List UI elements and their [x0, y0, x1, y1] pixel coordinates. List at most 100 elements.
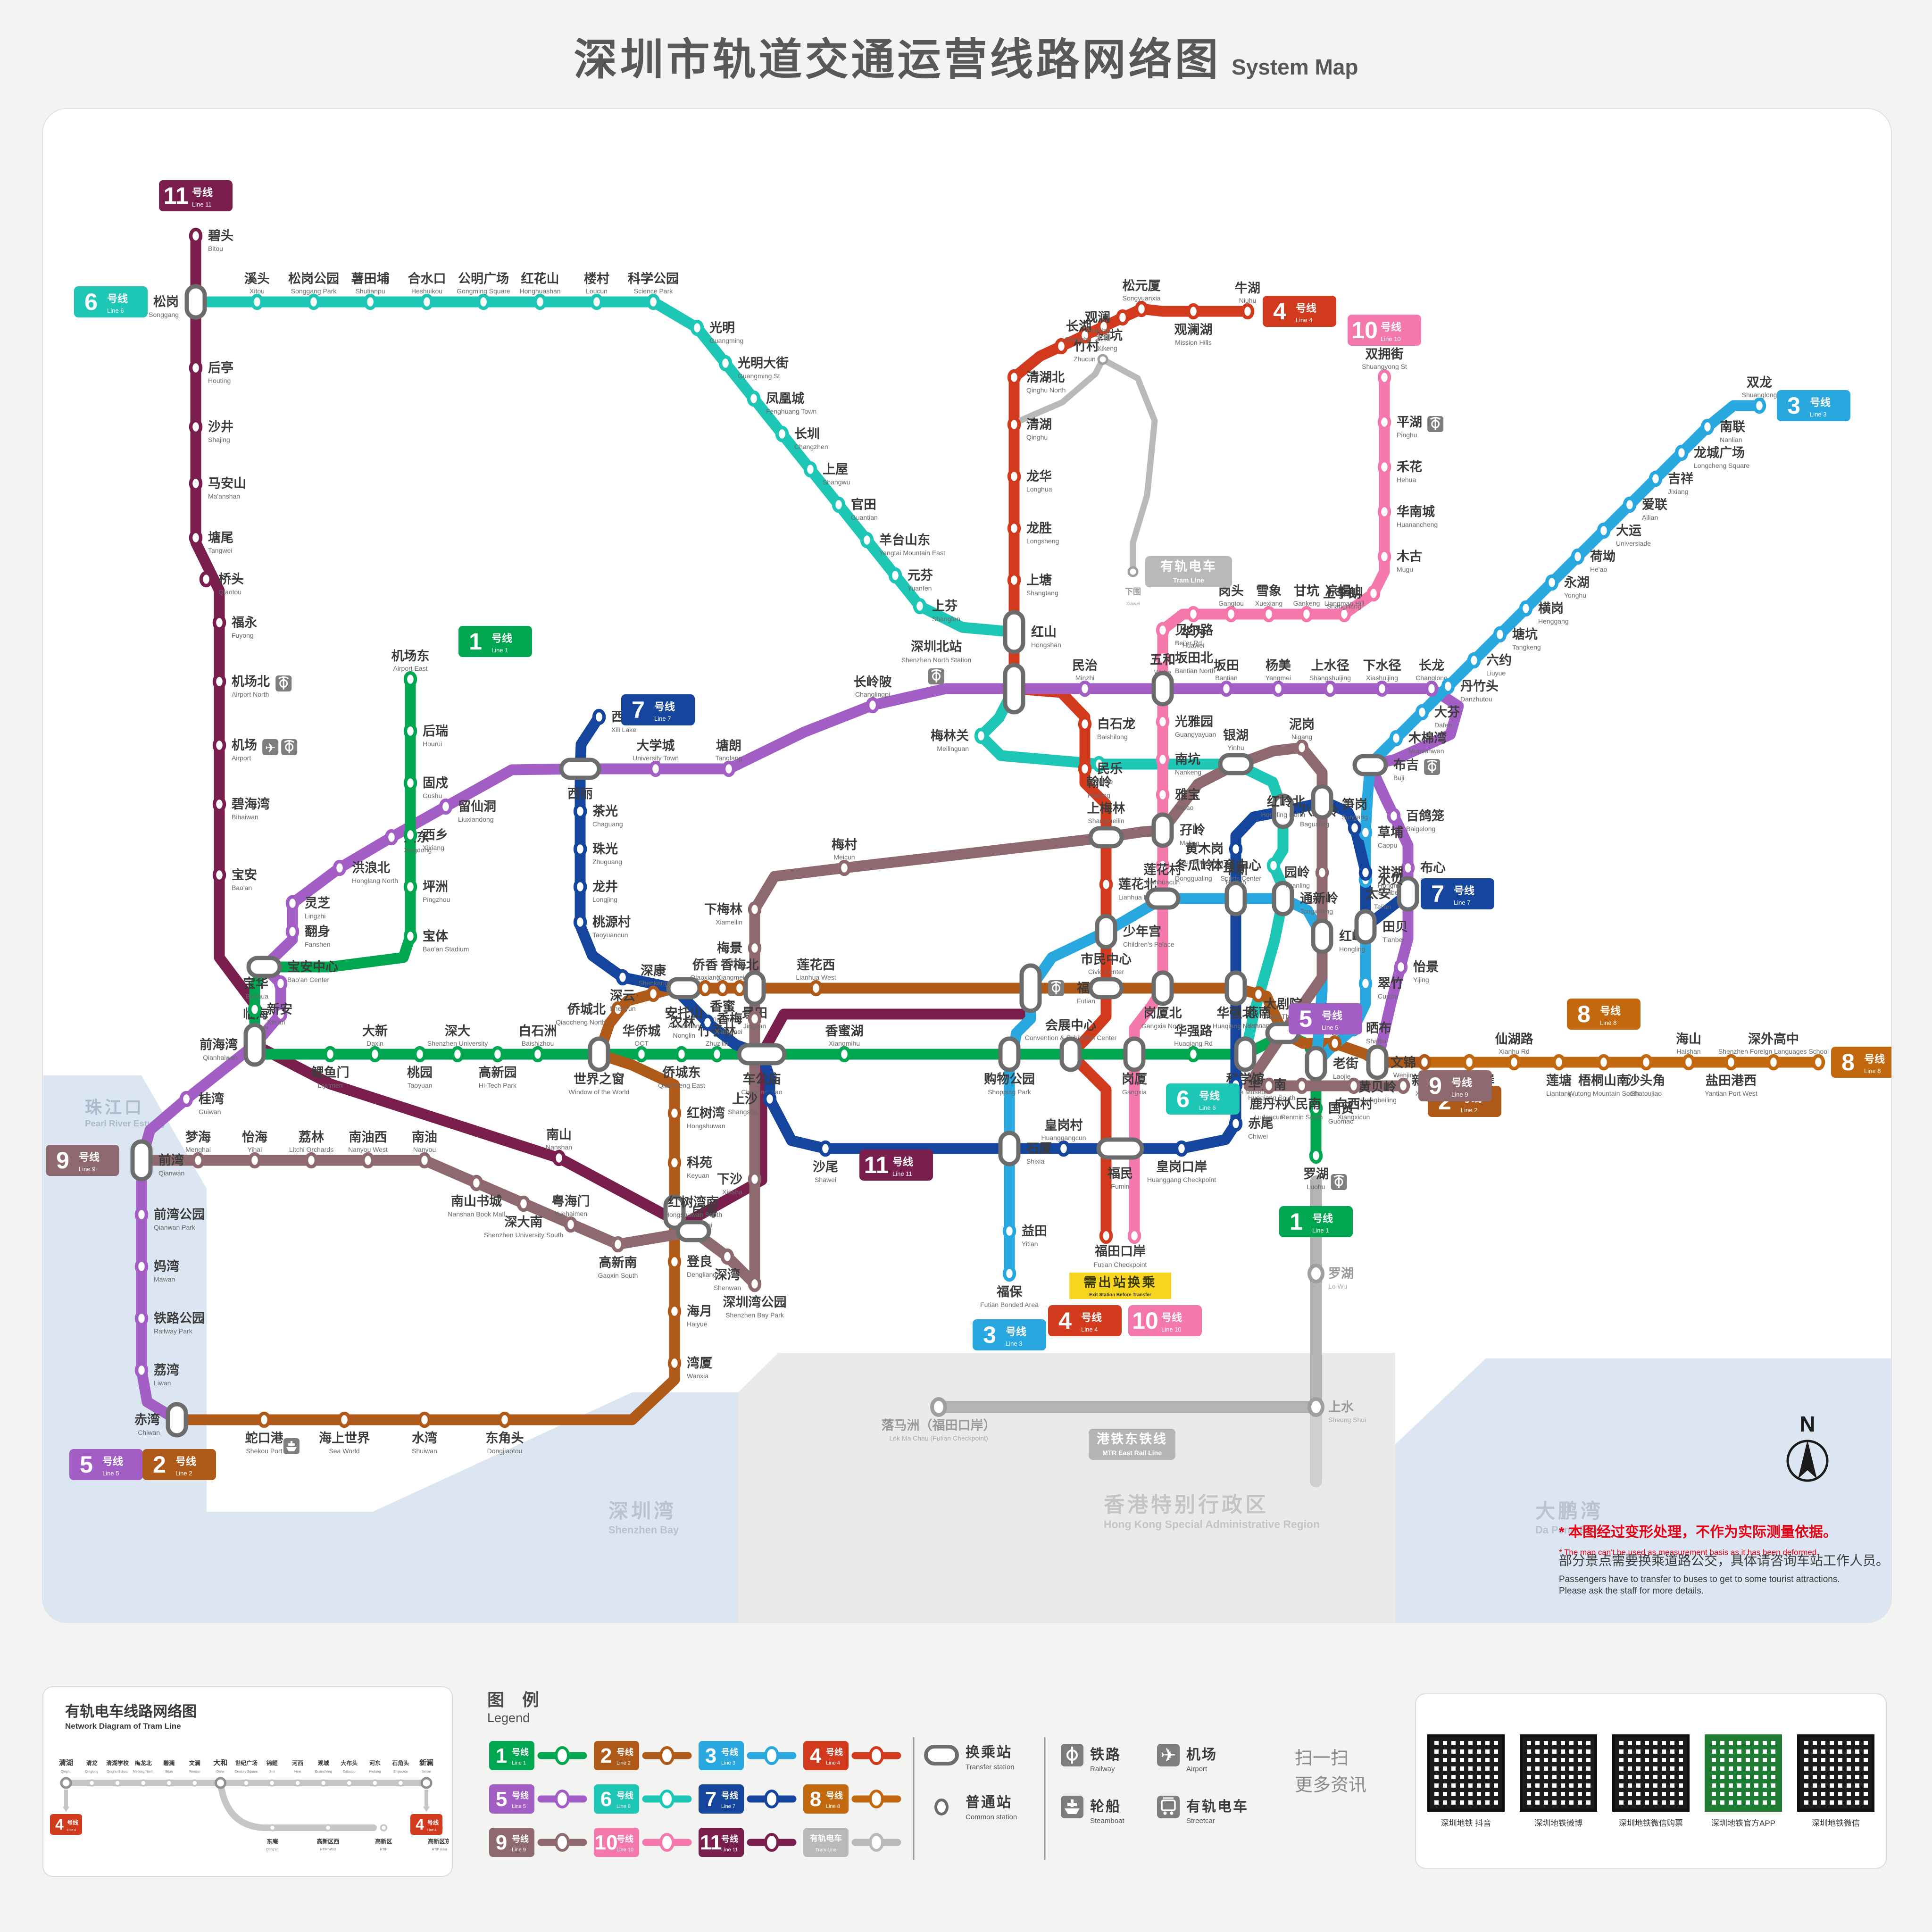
- qr-item: 深圳地铁 抖音: [1426, 1734, 1506, 1828]
- line-tram: [1016, 356, 1158, 575]
- svg-text:留仙洞: 留仙洞: [458, 799, 496, 814]
- svg-text:Guiwan: Guiwan: [199, 1108, 221, 1116]
- svg-text:机场东: 机场东: [391, 649, 430, 663]
- svg-text:Bao'an: Bao'an: [232, 884, 252, 891]
- svg-text:9: 9: [56, 1147, 69, 1174]
- svg-text:Zhuguang: Zhuguang: [592, 858, 622, 866]
- svg-text:Pingzhou: Pingzhou: [423, 896, 450, 903]
- svg-text:Liuxiandong: Liuxiandong: [458, 816, 494, 823]
- svg-text:水湾: 水湾: [412, 1431, 437, 1445]
- svg-text:6: 6: [84, 289, 98, 315]
- scan-hint-line2: 更多资讯: [1295, 1775, 1367, 1795]
- svg-text:Tangkeng: Tangkeng: [1512, 643, 1541, 651]
- svg-text:人民南: 人民南: [1283, 1097, 1321, 1111]
- svg-text:Yihai: Yihai: [248, 1146, 262, 1153]
- svg-text:Sea World: Sea World: [329, 1447, 359, 1455]
- svg-text:Sheung Shui: Sheung Shui: [1328, 1416, 1366, 1424]
- svg-text:清龙: 清龙: [86, 1759, 98, 1766]
- svg-text:上芬: 上芬: [932, 599, 958, 613]
- svg-text:Yinhu: Yinhu: [1227, 744, 1244, 751]
- svg-text:号线: 号线: [616, 1747, 633, 1757]
- svg-text:Guantian: Guantian: [851, 514, 878, 521]
- svg-text:Line 8: Line 8: [1864, 1067, 1881, 1074]
- svg-text:Menghai: Menghai: [185, 1146, 211, 1153]
- svg-text:Line 5: Line 5: [1322, 1024, 1338, 1031]
- svg-text:Bao'an Stadium: Bao'an Stadium: [423, 945, 469, 953]
- legend-title-zh: 图 例: [487, 1690, 546, 1709]
- svg-text:Line 3: Line 3: [721, 1760, 735, 1766]
- svg-text:10: 10: [595, 1831, 618, 1854]
- svg-text:4: 4: [1058, 1307, 1072, 1334]
- svg-text:少年宫: 少年宫: [1123, 924, 1161, 939]
- svg-text:南山书城: 南山书城: [451, 1194, 502, 1208]
- svg-text:侨香: 侨香: [692, 958, 718, 972]
- svg-text:Xiangmei: Xiangmei: [715, 1028, 742, 1035]
- svg-text:有轨电车: 有轨电车: [1160, 559, 1217, 574]
- svg-text:Nanyou West: Nanyou West: [348, 1146, 388, 1153]
- line-11: [190, 230, 1036, 1230]
- svg-text:Sports Center: Sports Center: [1221, 874, 1262, 882]
- svg-text:3: 3: [983, 1322, 996, 1348]
- svg-text:Mission Hills: Mission Hills: [1175, 339, 1212, 346]
- svg-text:Line 5: Line 5: [102, 1470, 119, 1477]
- svg-text:Civic Center: Civic Center: [1088, 968, 1124, 975]
- svg-text:Lok Ma Chau (Futian Checkpoint: Lok Ma Chau (Futian Checkpoint): [889, 1434, 988, 1442]
- svg-text:福民: 福民: [1107, 1166, 1133, 1181]
- svg-text:Tongxinling: Tongxinling: [1300, 908, 1333, 915]
- station: 人民南 Renmin South: [1281, 1077, 1323, 1121]
- line-7: [575, 711, 1414, 1154]
- svg-text:上梅林: 上梅林: [1087, 801, 1125, 816]
- svg-text:Line 10: Line 10: [616, 1847, 633, 1853]
- region-label-en: Pearl River Estuary: [85, 1118, 166, 1128]
- svg-text:Bantian North: Bantian North: [1175, 667, 1216, 675]
- svg-text:Ma'anshan: Ma'anshan: [208, 492, 240, 500]
- svg-text:Shixia: Shixia: [1026, 1158, 1044, 1165]
- svg-text:Xin'an: Xin'an: [267, 1018, 285, 1026]
- svg-text:Renmin South: Renmin South: [1281, 1113, 1323, 1121]
- svg-text:Huanggang Checkpoint: Huanggang Checkpoint: [1147, 1176, 1216, 1183]
- svg-text:Line 11: Line 11: [192, 201, 212, 208]
- svg-text:Yuanfen: Yuanfen: [908, 584, 932, 592]
- map-note: 部分景点需要换乘道路公交，具体请咨询车站工作人员。: [1559, 1553, 1889, 1568]
- svg-text:Wutong Mountain South: Wutong Mountain South: [1568, 1090, 1639, 1097]
- svg-text:鲤鱼门: 鲤鱼门: [311, 1066, 350, 1080]
- svg-text:Yitian: Yitian: [1022, 1240, 1038, 1248]
- svg-text:园岭: 园岭: [1284, 866, 1310, 880]
- svg-text:Xixiang: Xixiang: [423, 844, 444, 851]
- svg-text:Tram Line: Tram Line: [816, 1848, 837, 1853]
- svg-text:Shenzhen Foreign Languages Sch: Shenzhen Foreign Languages School: [1718, 1048, 1829, 1055]
- svg-text:号线: 号线: [1322, 1010, 1342, 1022]
- svg-text:华南城: 华南城: [1397, 504, 1435, 519]
- svg-text:Guancheng: Guancheng: [315, 1770, 332, 1774]
- svg-text:Shangtang: Shangtang: [1026, 589, 1058, 597]
- svg-text:香梅: 香梅: [717, 1012, 742, 1026]
- svg-text:Shangsha: Shangsha: [728, 1108, 758, 1116]
- svg-text:Line 4: Line 4: [826, 1760, 840, 1766]
- station: [1127, 1227, 1141, 1244]
